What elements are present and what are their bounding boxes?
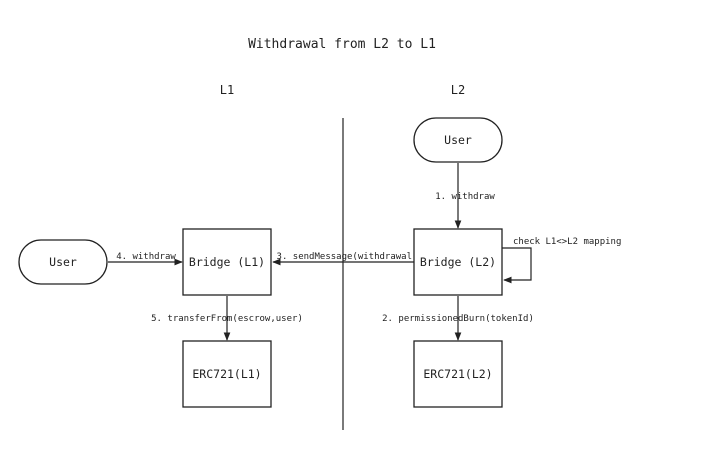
node-erc721-l2-label: ERC721(L2) xyxy=(423,367,492,381)
node-erc721-l2: ERC721(L2) xyxy=(413,340,503,408)
node-bridge-l1: Bridge (L1) xyxy=(182,228,272,296)
edge-label-step5: 5. transferFrom(escrow,user) xyxy=(151,314,303,324)
node-bridge-l1-label: Bridge (L1) xyxy=(189,255,265,269)
diagram-title: Withdrawal from L2 to L1 xyxy=(248,37,436,52)
node-user-l1-label: User xyxy=(49,255,77,269)
node-bridge-l2: Bridge (L2) xyxy=(413,228,503,296)
edge-label-step1: 1. withdraw xyxy=(435,192,495,202)
node-bridge-l2-label: Bridge (L2) xyxy=(420,255,496,269)
node-user-l1: User xyxy=(18,239,108,285)
edge-label-step4: 4. withdraw xyxy=(116,252,176,262)
edge-label-step3: 3. sendMessage(withdrawal) xyxy=(277,252,418,262)
node-user-l2-label: User xyxy=(444,133,472,147)
edge-label-self-check: check L1<>L2 mapping xyxy=(513,237,621,247)
edge-self-check xyxy=(502,247,532,284)
column-header-l1: L1 xyxy=(220,83,234,97)
edge-label-step2: 2. permissionedBurn(tokenId) xyxy=(382,314,534,324)
node-user-l2: User xyxy=(413,117,503,163)
column-header-l2: L2 xyxy=(451,83,465,97)
node-erc721-l1: ERC721(L1) xyxy=(182,340,272,408)
node-erc721-l1-label: ERC721(L1) xyxy=(192,367,261,381)
